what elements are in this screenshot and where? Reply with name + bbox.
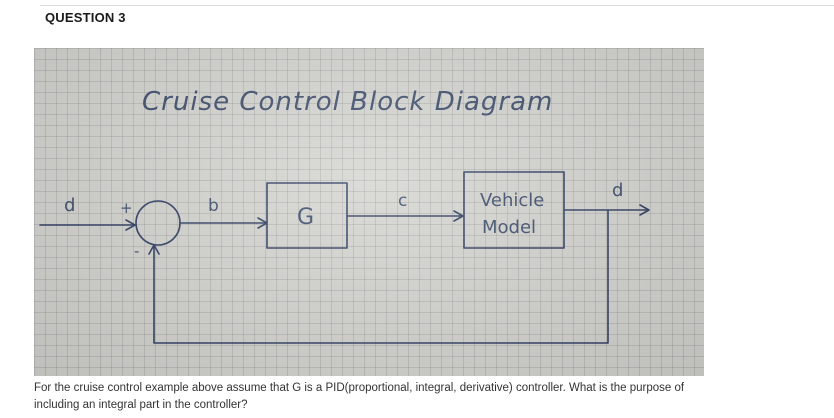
summing-junction: [136, 201, 180, 245]
controller-label: G: [297, 205, 314, 230]
plant-label-line2: Model: [482, 217, 536, 238]
feedback-path: [154, 210, 608, 343]
top-divider: [40, 5, 834, 6]
control-signal-label: c: [398, 191, 407, 211]
question-text: For the cruise control example above ass…: [34, 380, 724, 414]
output-signal-label: d: [612, 180, 623, 201]
block-diagram: Cruise Control Block Diagram d + - b G c…: [34, 48, 704, 376]
question-title: QUESTION 3: [45, 10, 126, 25]
sum-plus-sign: +: [120, 199, 133, 217]
plant-label-line1: Vehicle: [480, 190, 544, 211]
block-diagram-photo: Cruise Control Block Diagram d + - b G c…: [34, 48, 704, 376]
input-signal-label: d: [64, 195, 75, 216]
sum-minus-sign: -: [134, 242, 139, 260]
error-signal-label: b: [208, 196, 219, 216]
diagram-title: Cruise Control Block Diagram: [142, 87, 553, 117]
